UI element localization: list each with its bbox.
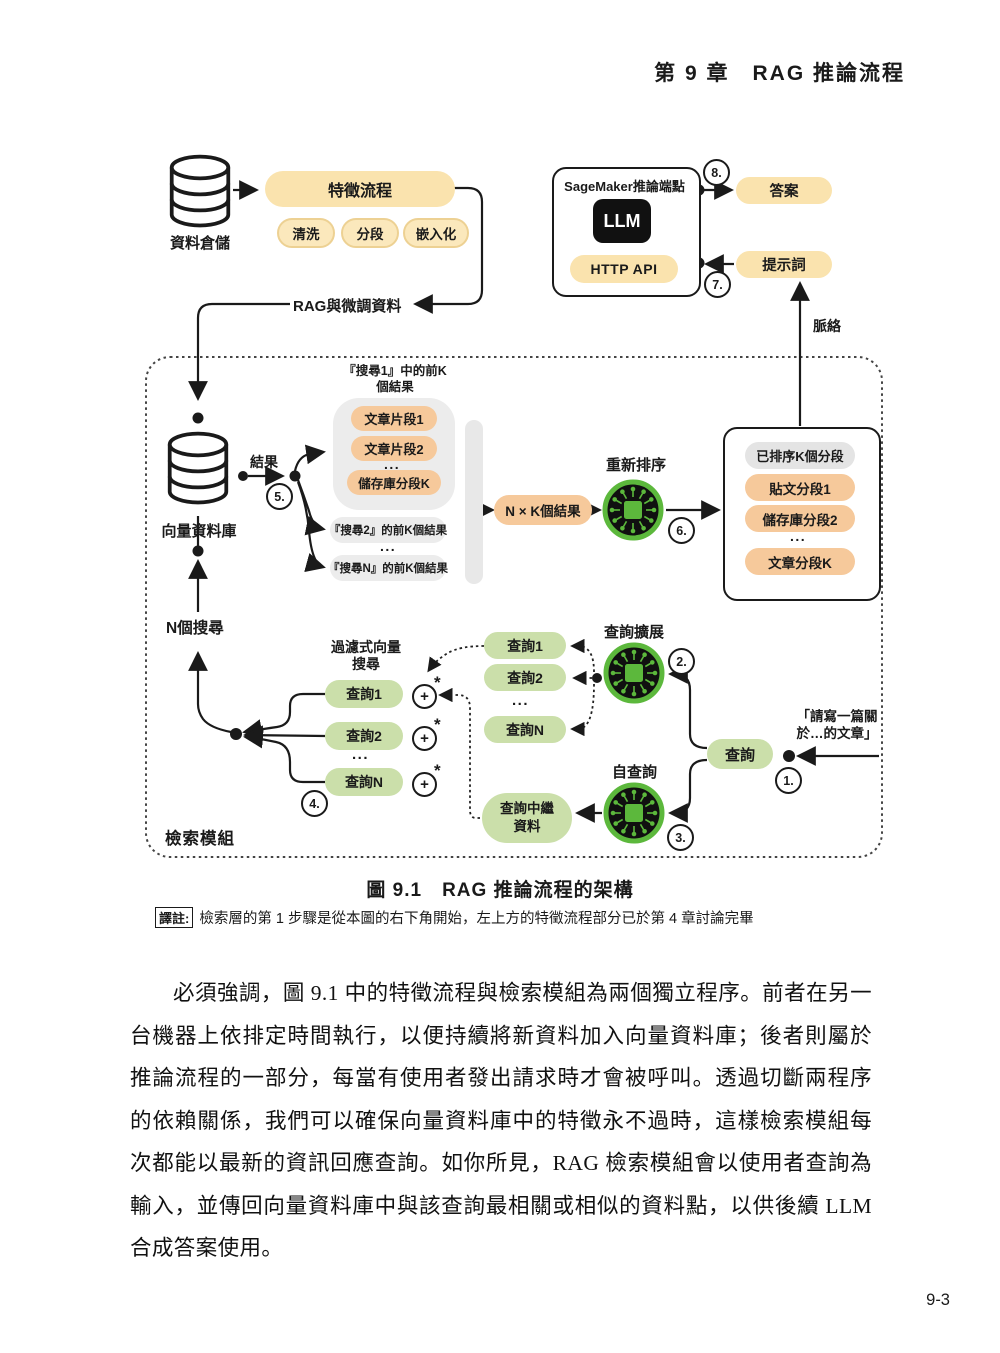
feature-step-embed: 嵌入化 (403, 218, 469, 248)
filtered-query-ellipsis: ... (352, 746, 370, 763)
vector-db-icon (167, 431, 229, 505)
page-number: 9-3 (926, 1291, 950, 1309)
step-5-badge: 5. (266, 483, 293, 510)
context-label: 脈絡 (813, 318, 841, 334)
vector-db-label: 向量資料庫 (161, 523, 237, 540)
retrieval-module-label: 檢索模組 (165, 830, 235, 848)
query-expansion-label: 查詢擴展 (603, 624, 664, 641)
search-list-ellipsis: ... (380, 538, 397, 554)
rerank-chip-icon (602, 479, 664, 541)
ranked-items-ellipsis: ... (790, 528, 807, 544)
searchN-results-pill: 『搜尋N』的前K個結果 (328, 555, 448, 581)
body-paragraph: 必須強調，圖 9.1 中的特徵流程與檢索模組為兩個獨立程序。前者在另一台機器上依… (130, 981, 872, 1260)
query-box: 查詢 (707, 739, 773, 769)
asterisk-2: * (434, 715, 441, 734)
filtered-query-1: 查詢1 (325, 680, 403, 708)
step-7-badge: 7. (704, 271, 731, 298)
step-8-badge: 8. (703, 159, 730, 186)
sagemaker-title: SageMaker推論端點 (564, 179, 685, 194)
self-query-label: 自查詢 (612, 764, 658, 781)
user-query-quote: 「請寫一篇關 於…的文章」 (796, 709, 878, 741)
ranked-header-pill: 已排序K個分段 (745, 442, 855, 469)
asterisk-n: * (434, 761, 441, 780)
chapter-header: 第 9 章 RAG 推論流程 (654, 62, 905, 85)
data-warehouse-icon (169, 154, 231, 228)
results-group-bar (465, 420, 483, 584)
expanded-query-1: 查詢1 (484, 632, 566, 659)
step-2-badge: 2. (668, 648, 695, 675)
translator-note-text: 檢索層的第 1 步驟是從本圖的右下角開始，左上方的特徵流程部分已於第 4 章討論… (199, 911, 754, 927)
step-4-badge: 4. (301, 790, 328, 817)
n-searches-label: N個搜尋 (166, 620, 224, 637)
step-1-badge: 1. (775, 767, 802, 794)
expanded-query-ellipsis: ... (512, 692, 530, 709)
step-6-badge: 6. (668, 517, 695, 544)
prompt-box: 提示詞 (736, 251, 832, 278)
expanded-query-n: 查詢N (484, 716, 566, 743)
rag-finetune-data-label: RAG與微調資料 (293, 298, 402, 315)
filtered-search-label: 過濾式向量 搜尋 (331, 639, 401, 672)
ranked-item-k: 文章分段K (745, 548, 855, 575)
results-label: 結果 (250, 454, 278, 470)
step-3-badge: 3. (667, 824, 694, 851)
llm-box: LLM (593, 199, 651, 243)
asterisk-1: * (434, 673, 441, 692)
search1-results-label: 『搜尋1』中的前K 個結果 (343, 364, 447, 394)
feature-step-clean: 清洗 (277, 218, 335, 248)
self-query-chip-icon (603, 782, 665, 844)
ranked-item-1: 貼文分段1 (745, 474, 855, 501)
figure-caption: 圖 9.1 RAG 推論流程的架構 (366, 880, 634, 901)
search1-item-k: 儲存庫分段K (347, 470, 441, 495)
data-warehouse-label: 資料倉儲 (169, 235, 230, 252)
nxk-results-box: N × K個結果 (494, 495, 592, 525)
expanded-query-2: 查詢2 (484, 664, 566, 691)
feature-pipeline-box: 特徵流程 (265, 171, 455, 207)
translator-note: 譯註: 檢索層的第 1 步驟是從本圖的右下角開始，左上方的特徵流程部分已於第 4… (155, 907, 875, 928)
feature-step-chunk: 分段 (341, 218, 399, 248)
filtered-query-n: 查詢N (325, 768, 403, 796)
http-api-box: HTTP API (570, 255, 678, 283)
answer-box: 答案 (736, 177, 832, 204)
query-expansion-chip-icon (603, 642, 665, 704)
query-metadata-box: 查詢中繼 資料 (482, 793, 572, 843)
translator-note-tag: 譯註: (155, 907, 194, 928)
rerank-label: 重新排序 (605, 457, 666, 474)
search1-item-1: 文章片段1 (351, 406, 437, 431)
